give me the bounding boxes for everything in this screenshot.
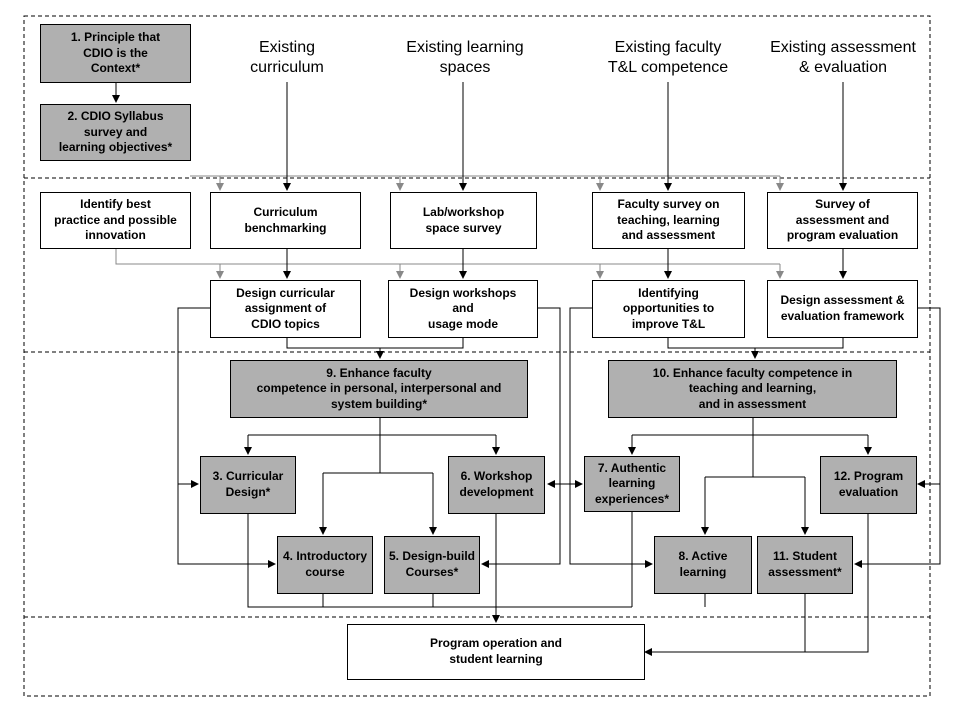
header-existing-curriculum: Existing curriculum (250, 39, 324, 76)
header-existing-learning-spaces: Existing learning spaces (406, 39, 524, 76)
box-design-build-courses: 5. Design-build Courses* (384, 536, 480, 594)
box-curriculum-benchmarking: Curriculum benchmarking (210, 192, 361, 249)
box-faculty-survey: Faculty survey on teaching, learning and… (592, 192, 745, 249)
box-principle-cdio-context: 1. Principle that CDIO is the Context* (40, 24, 191, 83)
box-authentic-learning: 7. Authentic learning experiences* (584, 456, 680, 512)
header-existing-faculty-competence: Existing faculty T&L competence (607, 39, 729, 76)
box-enhance-faculty-personal: 9. Enhance faculty competence in persona… (230, 360, 528, 418)
box-enhance-faculty-teaching: 10. Enhance faculty competence in teachi… (608, 360, 897, 418)
box-curricular-design: 3. Curricular Design* (200, 456, 296, 514)
box-cdio-syllabus-survey: 2. CDIO Syllabus survey and learning obj… (40, 104, 191, 161)
box-identify-best-practice: Identify best practice and possible inno… (40, 192, 191, 249)
header-existing-assessment: Existing assessment & evaluation (770, 39, 916, 76)
section-frames (23, 15, 931, 697)
box-program-evaluation: 12. Program evaluation (820, 456, 917, 514)
box-design-workshops: Design workshops and usage mode (388, 280, 538, 338)
box-introductory-course: 4. Introductory course (277, 536, 373, 594)
gray-connectors (115, 175, 784, 279)
box-design-assessment-framework: Design assessment & evaluation framework (767, 280, 918, 338)
box-identifying-opportunities: Identifying opportunities to improve T&L (592, 280, 745, 338)
box-workshop-development: 6. Workshop development (448, 456, 545, 514)
box-survey-assessment: Survey of assessment and program evaluat… (767, 192, 918, 249)
box-student-assessment: 11. Student assessment* (757, 536, 853, 594)
box-program-operation: Program operation and student learning (347, 624, 645, 680)
black-connectors (112, 82, 941, 656)
box-active-learning: 8. Active learning (654, 536, 752, 594)
box-design-curricular-assignment: Design curricular assignment of CDIO top… (210, 280, 361, 338)
box-lab-workshop-survey: Lab/workshop space survey (390, 192, 537, 249)
